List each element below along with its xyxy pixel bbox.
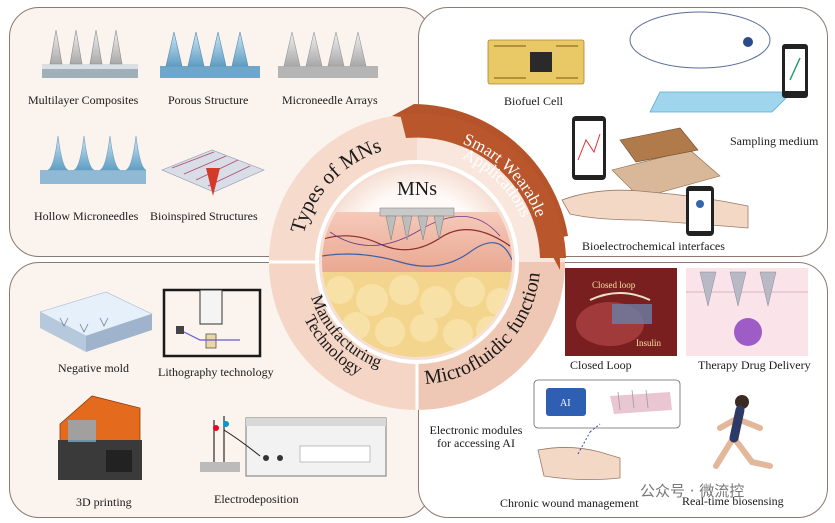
label-hollow: Hollow Microneedles [34, 209, 139, 223]
label-3d-printing: 3D printing [76, 495, 132, 509]
hub-title: MNs [397, 178, 437, 200]
biofuel-cell-icon [487, 39, 585, 85]
center-ring [269, 104, 568, 410]
sampling-medium-icon [629, 11, 808, 113]
bioelectrochemical-icon [561, 116, 749, 236]
label-arrays: Microneedle Arrays [282, 93, 378, 107]
label-negative-mold: Negative mold [58, 361, 129, 375]
closed-loop-icon [565, 268, 677, 356]
label-lithography: Lithography technology [158, 365, 274, 379]
microneedle-arrays-icon [278, 31, 378, 78]
electrodeposition-icon [200, 416, 387, 477]
3d-printer-icon [58, 395, 142, 480]
watermark: 公众号 · 微流控 [640, 482, 745, 500]
lithography-icon [162, 288, 262, 358]
label-bioinspired: Bioinspired Structures [150, 209, 258, 223]
label-biofuel: Biofuel Cell [504, 94, 563, 108]
label-multilayer: Multilayer Composites [28, 93, 139, 107]
inset-insulin: Insulin [636, 338, 662, 348]
runner-icon [713, 395, 773, 469]
multilayer-composites-icon [42, 29, 138, 78]
label-electronic-modules: Electronic modules for accessing AI [429, 423, 523, 450]
hollow-microneedles-icon [40, 135, 147, 184]
label-electrodeposition: Electrodeposition [214, 492, 299, 506]
label-sampling: Sampling medium [730, 134, 819, 148]
wound-management-icon [537, 423, 621, 480]
porous-structure-icon [160, 31, 260, 78]
bioinspired-structures-icon [161, 149, 265, 196]
therapy-drug-delivery-icon [686, 268, 808, 356]
ai-modules-icon [533, 379, 681, 429]
label-bioelectro: Bioelectrochemical interfaces [582, 239, 725, 253]
label-closed-loop: Closed Loop [570, 358, 632, 372]
inset-ai: AI [560, 398, 571, 409]
inset-closed-loop: Closed loop [592, 280, 636, 290]
negative-mold-icon [39, 291, 153, 352]
label-therapy: Therapy Drug Delivery [698, 358, 811, 372]
label-biosensing: Real-time biosensing [682, 494, 784, 508]
label-wound: Chronic wound management [500, 496, 639, 510]
label-porous: Porous Structure [168, 93, 249, 107]
